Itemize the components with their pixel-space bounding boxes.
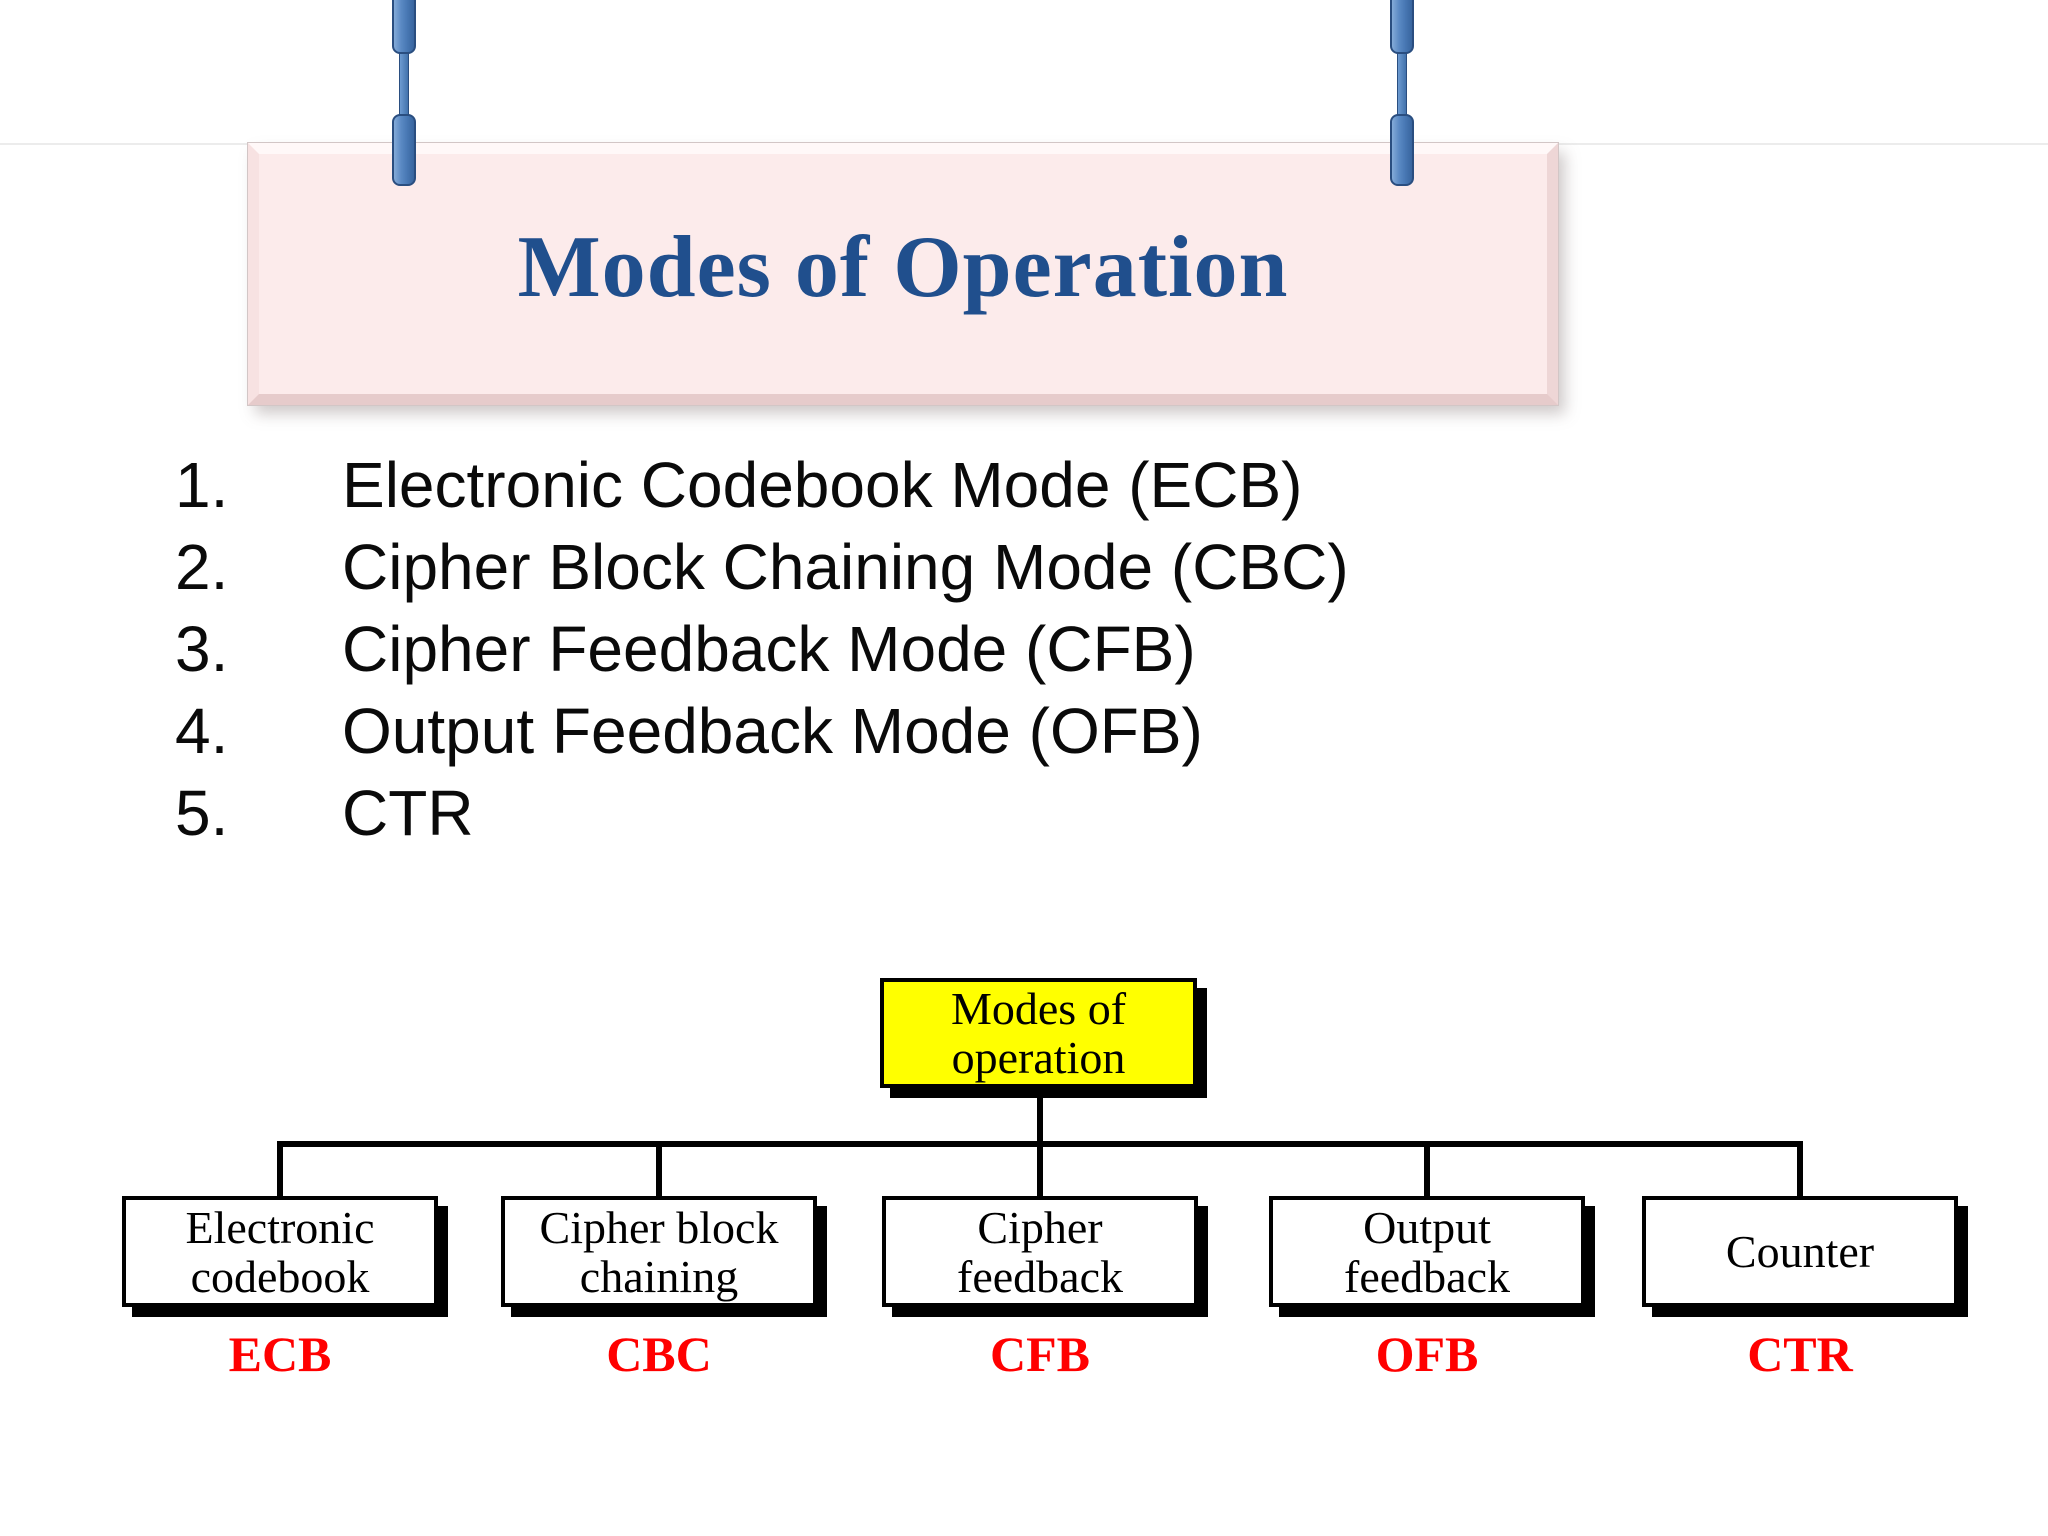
pin-bottom-segment: [1390, 114, 1414, 186]
connector-trunk-line: [1037, 1086, 1043, 1146]
node-label-line: chaining: [579, 1250, 739, 1302]
connector-horizontal-line: [277, 1141, 1803, 1147]
list-item-label: Cipher Block Chaining Mode (CBC): [342, 531, 1349, 603]
push-pin-left-icon: [392, 0, 416, 192]
list-item: 2. Cipher Block Chaining Mode (CBC): [0, 526, 2048, 608]
node-label-line: codebook: [190, 1250, 370, 1302]
list-item: 4. Output Feedback Mode (OFB): [0, 690, 2048, 772]
node-label-line: Cipher: [977, 1201, 1103, 1253]
page-title: Modes of Operation: [517, 218, 1289, 316]
list-item: 3. Cipher Feedback Mode (CFB): [0, 608, 2048, 690]
connector-drop-line: [1424, 1145, 1430, 1198]
diagram-root-node: Modes of operation: [880, 978, 1197, 1088]
node-label-line: Electronic: [185, 1201, 375, 1253]
list-item-number: 4.: [175, 695, 229, 767]
pin-rod: [399, 50, 409, 120]
node-label-line: feedback: [1344, 1250, 1510, 1302]
list-item-label: Output Feedback Mode (OFB): [342, 695, 1203, 767]
diagram-node-cfb: Cipher feedback: [882, 1196, 1198, 1307]
node-label-line: Cipher block: [539, 1201, 779, 1253]
node-label-line: Counter: [1725, 1226, 1875, 1277]
list-item-label: CTR: [342, 777, 474, 849]
connector-drop-line: [1037, 1145, 1043, 1198]
list-item: 5. CTR: [0, 772, 2048, 854]
list-item-label: Cipher Feedback Mode (CFB): [342, 613, 1196, 685]
list-item: 1. Electronic Codebook Mode (ECB): [0, 444, 2048, 526]
title-banner: Modes of Operation: [248, 143, 1558, 405]
connector-drop-line: [277, 1145, 283, 1198]
node-label-line: operation: [951, 1032, 1126, 1083]
pin-top-segment: [1390, 0, 1414, 54]
list-item-number: 5.: [175, 777, 229, 849]
abbr-label-ofb: OFB: [1375, 1326, 1479, 1382]
push-pin-right-icon: [1390, 0, 1414, 192]
diagram-node-cbc: Cipher block chaining: [501, 1196, 817, 1307]
list-item-number: 2.: [175, 531, 229, 603]
abbr-label-cbc: CBC: [606, 1326, 712, 1382]
diagram-node-ofb: Output feedback: [1269, 1196, 1585, 1307]
node-label-line: Modes of: [950, 983, 1127, 1034]
list-item-label: Electronic Codebook Mode (ECB): [342, 449, 1303, 521]
pin-top-segment: [392, 0, 416, 54]
abbr-label-ctr: CTR: [1747, 1326, 1853, 1382]
diagram-node-ctr: Counter: [1642, 1196, 1958, 1307]
node-label-line: feedback: [957, 1250, 1123, 1302]
abbr-label-cfb: CFB: [990, 1326, 1090, 1382]
list-item-number: 3.: [175, 613, 229, 685]
diagram-node-ecb: Electronic codebook: [122, 1196, 438, 1307]
connector-drop-line: [1797, 1145, 1803, 1198]
node-label-line: Output: [1363, 1201, 1491, 1253]
pin-bottom-segment: [392, 114, 416, 186]
connector-drop-line: [656, 1145, 662, 1198]
abbr-label-ecb: ECB: [228, 1326, 332, 1382]
pin-rod: [1397, 50, 1407, 120]
list-item-number: 1.: [175, 449, 229, 521]
